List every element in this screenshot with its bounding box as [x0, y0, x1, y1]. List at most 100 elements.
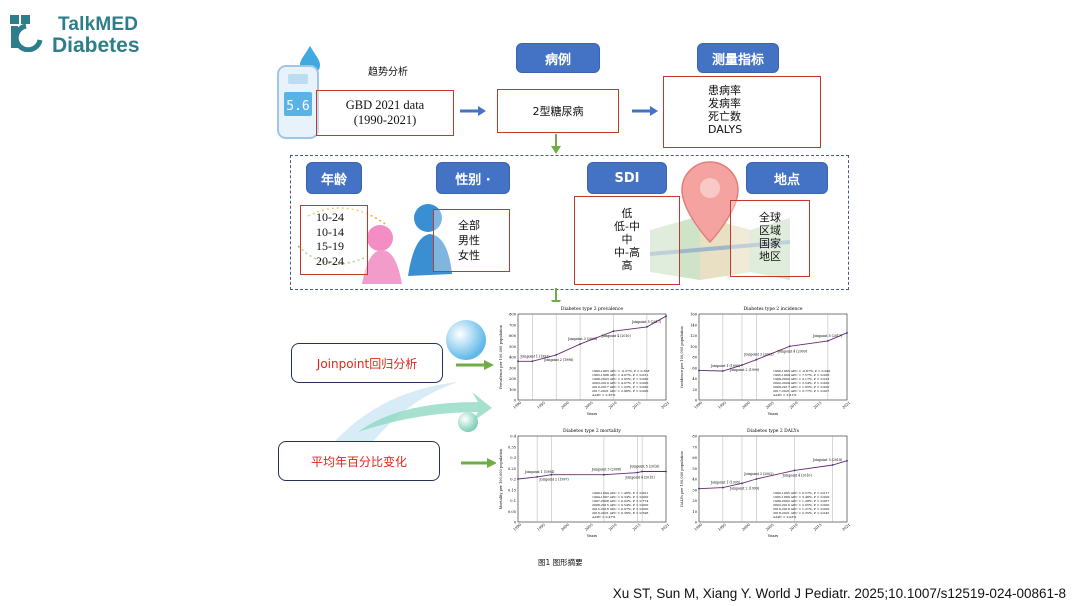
y-tick-label: 0.15: [508, 488, 517, 492]
arrow-right-icon: [460, 106, 486, 116]
data-point: [641, 470, 644, 473]
apc-annotation: 2017-2021 APC = 2.98%, P = 0.000: [592, 389, 648, 393]
data-point: [698, 369, 700, 372]
y-axis-label: Prevalence per 100,000 population: [499, 324, 503, 389]
x-tick-label: 2010: [608, 522, 618, 531]
joinpoint-label: Joinpoint 5 (2018): [812, 458, 842, 462]
joinpoint-label: Joinpoint 2 (1999): [729, 486, 759, 490]
data-point: [831, 464, 834, 466]
x-axis-label: Years: [586, 411, 598, 416]
age-header: 年龄: [306, 162, 362, 194]
sex-item: 女性: [458, 249, 480, 262]
apc-annotation: 1995-1999 APC = 7.57%, P = 0.000: [773, 373, 829, 377]
y-axis-label: Incidence per 100,000 population: [680, 325, 684, 387]
y-tick-label: 100: [509, 388, 517, 392]
y-tick-label: 40: [692, 377, 697, 381]
y-tick-label: 0.25: [508, 467, 517, 471]
chart-title: Diabetes type 2 incidence: [743, 306, 802, 312]
data-point: [755, 478, 758, 480]
metrics-list: 患病率 发病率 死亡数 DALYS: [708, 84, 742, 136]
y-tick-label: 0.05: [508, 510, 517, 514]
x-tick-label: 2000: [741, 400, 751, 409]
people-illustration-icon: [298, 204, 452, 284]
x-tick-label: 2015: [632, 522, 642, 531]
y-tick-label: 160: [690, 313, 698, 317]
arrow-right-icon: [461, 458, 497, 468]
y-tick-label: 50: [692, 467, 697, 471]
joinpoint-label: Joinpoint 4 (2010): [600, 334, 630, 338]
x-tick-label: 2021: [842, 401, 852, 410]
location-header: 地点: [746, 162, 828, 194]
y-tick-label: 20: [692, 388, 697, 392]
y-tick-label: 0.35: [508, 445, 517, 449]
figure-caption: 图1 图形摘要: [538, 558, 583, 567]
x-tick-label: 2021: [661, 401, 671, 410]
joinpoint-label: Joinpoint 1 (1993): [519, 354, 549, 358]
sex-header: 性别 ·: [436, 162, 510, 194]
talkmed-logo-icon: [10, 15, 43, 52]
data-point: [579, 343, 581, 345]
age-item: 10-14: [316, 224, 344, 239]
x-axis-label: Years: [767, 533, 779, 538]
aapc-method-label: 平均年百分比变化: [278, 441, 440, 481]
sdi-box: 低 低-中 中 中-高 高: [574, 196, 680, 285]
joinpoint-label: Joinpoint 2 (1998): [543, 358, 573, 362]
x-tick-label: 2010: [789, 522, 799, 531]
joinpoint-label: Joinpoint 5 (2016): [629, 464, 659, 468]
data-point: [721, 486, 724, 489]
data-point: [793, 469, 796, 472]
y-tick-label: 60: [692, 366, 697, 370]
joinpoint-label: Joinpoint 1 (1995): [710, 481, 740, 485]
apc-annotation: 1993-1998 APC = 4.07%, P = 0.031: [592, 373, 648, 377]
y-tick-label: 0.1: [510, 499, 516, 503]
x-tick-label: 1995: [536, 522, 546, 531]
y-tick-label: 40: [692, 478, 697, 482]
apc-annotation: 2015-2016 APC = 0.97%, P = 0.000: [592, 507, 648, 511]
x-tick-label: 2000: [560, 400, 570, 409]
joinpoint-label: Joinpoint 4 (2010): [781, 473, 811, 477]
arrow-down-icon: [551, 134, 561, 154]
plot-frame: [698, 435, 848, 523]
chart-title: Diabetes type 2 DALYs: [747, 428, 800, 434]
age-list: 10-24 10-14 15-19 20-24: [316, 210, 344, 268]
meter-reading: 5.6: [286, 99, 309, 114]
apc-annotation: 1990-1995 APC = 0.57%, P = 0.017: [773, 491, 829, 495]
age-box: 10-24 10-14 15-19 20-24: [300, 205, 368, 275]
cases-box: 2型糖尿病: [497, 89, 619, 133]
apc-annotation: 2002-2010 APC = 2.05%, P = 0.000: [773, 503, 829, 507]
data-point: [603, 473, 605, 476]
cases-header: 病例: [516, 43, 600, 73]
joinpoint-label: Joinpoint 3 (2002): [743, 353, 773, 357]
location-item: 区域: [759, 224, 781, 237]
apc-annotation: 2003-2010 APC = 4.07%, P = 0.000: [592, 381, 648, 385]
trend-analysis-label: 趋势分析: [368, 67, 408, 78]
x-tick-label: 2015: [813, 400, 823, 409]
x-tick-label: 2000: [741, 522, 751, 531]
apc-annotation: AAPC = 2.03%: [772, 515, 796, 519]
x-tick-label: 2005: [584, 400, 594, 409]
data-point: [550, 473, 553, 476]
data-point: [531, 360, 534, 363]
joinpoint-label: Joinpoint 4 (2009): [777, 349, 807, 353]
age-item: 20-24: [316, 253, 344, 268]
y-tick-label: 600: [509, 334, 517, 338]
apc-annotation: 1997-2008 APC = 0.02%, P = 0.774: [592, 499, 648, 503]
data-point: [788, 345, 791, 348]
joinpoint-label: Joinpoint 3 (2003): [567, 337, 597, 341]
apc-annotation: AAPC = 2.61%: [772, 393, 796, 397]
age-item: 15-19: [316, 239, 344, 253]
map-location-icon: [649, 161, 791, 280]
data-point: [827, 339, 829, 342]
apc-annotation: 2002-2009 APC = 3.54%, P = 0.000: [773, 381, 829, 385]
y-tick-label: 400: [509, 356, 517, 360]
sex-item: 男性: [458, 234, 480, 247]
y-tick-label: 0: [695, 399, 698, 403]
plot-frame: [517, 313, 667, 401]
joinpoint-label: Joinpoint 4 (2015): [624, 476, 654, 480]
sdi-item: 中-高: [614, 246, 640, 259]
sex-list: 全部 男性 女性: [458, 218, 480, 263]
data-point: [755, 358, 758, 361]
data-point: [517, 478, 519, 480]
